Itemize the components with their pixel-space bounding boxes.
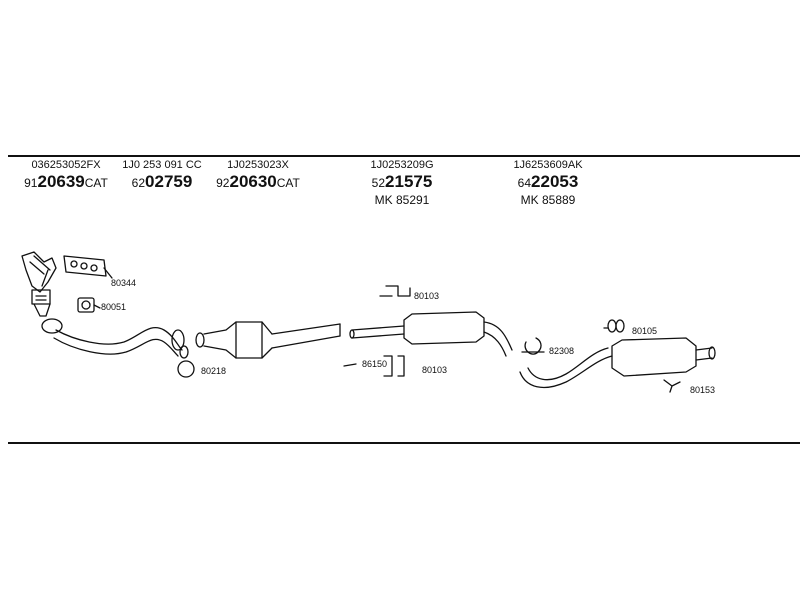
middle-muffler-icon: [349, 311, 513, 357]
manifold-gasket-icon: [63, 255, 113, 279]
part-column-1: 036253052FX 9120639CAT: [18, 159, 114, 193]
oem-number: 1J0 253 091 CC: [122, 159, 202, 171]
part-number-bold: 02759: [145, 172, 193, 191]
oem-number: 1J0253023X: [227, 159, 289, 171]
flange-gasket-icon: [77, 297, 101, 313]
catalytic-converter-icon: [195, 321, 341, 359]
part-number: 9120639CAT: [18, 172, 114, 193]
part-column-2: 1J0 253 091 CC 6202759: [114, 159, 210, 193]
part-number: 9220630CAT: [210, 172, 306, 193]
callout-80051: 80051: [101, 302, 127, 312]
hanger-bracket-icon: [379, 285, 411, 297]
part-suffix: CAT: [276, 176, 300, 190]
part-number-bold: 20630: [229, 172, 277, 191]
bottom-divider: [8, 442, 800, 444]
mk-number: MK 85291: [374, 193, 430, 207]
part-number: 5221575: [362, 172, 442, 193]
callout-82308: 82308: [549, 346, 575, 356]
top-divider: [8, 155, 800, 157]
part-suffix: CAT: [84, 176, 108, 190]
part-column-5: 1J6253609AK 6422053 MK 85889: [506, 159, 590, 207]
callout-86150: 86150: [362, 359, 388, 369]
callout-80218: 80218: [201, 366, 227, 376]
oem-number: 1J0253209G: [370, 159, 434, 171]
oem-number: 1J6253609AK: [513, 159, 583, 171]
part-prefix: 92: [216, 176, 230, 190]
mk-number: MK 85889: [520, 193, 576, 207]
callout-80344: 80344: [111, 278, 137, 288]
callout-80105: 80105: [632, 326, 658, 336]
mounting-bracket-icon: [663, 379, 681, 393]
callout-80153: 80153: [690, 385, 716, 395]
pipe-clamp-icon: [521, 337, 545, 355]
rear-muffler-icon: [519, 337, 716, 389]
exhaust-manifold-icon: [21, 251, 57, 317]
clamp-bolt-icon: [343, 355, 405, 377]
part-number: 6202759: [114, 172, 210, 193]
part-number: 6422053: [506, 172, 590, 193]
part-prefix: 64: [517, 176, 532, 190]
ring-gasket-icon: [177, 360, 195, 378]
callout-80103-top: 80103: [414, 291, 440, 301]
rubber-hanger-icon: [603, 319, 625, 333]
part-column-3: 1J0253023X 9220630CAT: [210, 159, 306, 193]
callout-80103-bottom: 80103: [422, 365, 448, 375]
oem-number: 036253052FX: [31, 159, 101, 171]
part-number-bold: 21575: [385, 172, 433, 191]
front-pipe-icon: [41, 318, 189, 359]
part-number-bold: 20639: [37, 172, 85, 191]
part-prefix: 52: [371, 176, 386, 190]
part-column-4: 1J0253209G 5221575 MK 85291: [362, 159, 442, 207]
part-number-bold: 22053: [531, 172, 579, 191]
part-prefix: 91: [24, 176, 38, 190]
part-prefix: 62: [131, 176, 146, 190]
